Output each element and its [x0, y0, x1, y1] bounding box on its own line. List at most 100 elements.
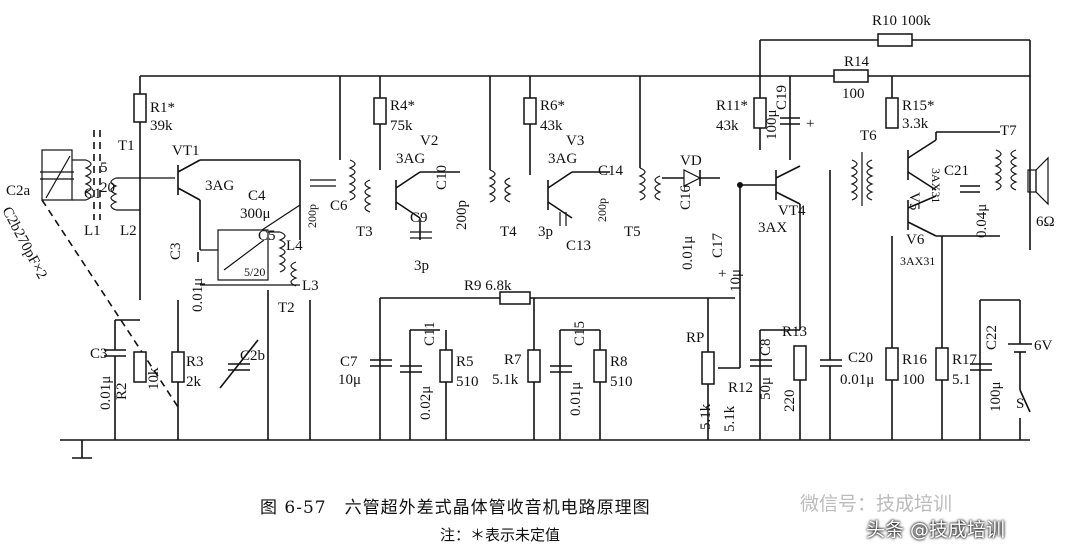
watermark-toutiao: 头条 @技成培训 — [866, 519, 1006, 541]
resistor-r13 — [793, 345, 807, 381]
label-c19-value: 100μ — [764, 109, 780, 140]
label-r13: R13 — [782, 324, 807, 340]
label-c2b270: C2b270pF×2 — [0, 204, 50, 282]
resistor-r10 — [877, 33, 913, 47]
label-r2-value: 10k — [146, 367, 162, 390]
transistor-vt4 — [740, 165, 801, 330]
label-c5-value: 5/20 — [244, 265, 265, 279]
resistor-r14 — [833, 69, 869, 83]
label-n20: 20 — [100, 180, 115, 196]
label-battery: 6V — [1034, 338, 1053, 354]
label-r5-value: 510 — [456, 374, 479, 390]
label-c15: C15 — [572, 321, 588, 346]
label-c15-value: 0.01μ — [568, 382, 584, 416]
label-l2: L2 — [120, 223, 137, 239]
label-c9: C9 — [410, 210, 428, 226]
label-t1: T1 — [118, 138, 135, 154]
label-c4-value: 300μ — [240, 206, 271, 222]
label-c6: C6 — [330, 198, 348, 214]
label-vd: VD — [680, 153, 702, 169]
resistor-r16 — [885, 347, 899, 381]
label-r15-value: 3.3k — [902, 116, 929, 132]
label-r6-value: 43k — [540, 118, 563, 134]
resistor-r9 — [499, 291, 531, 305]
label-c7-value: 10μ — [338, 372, 361, 388]
label-v5: V5 — [906, 192, 922, 210]
label-n5: 5 — [100, 160, 108, 176]
label-c2a: C2a — [6, 183, 31, 199]
label-c22-value: 100μ — [988, 381, 1004, 412]
label-speaker: 6Ω — [1036, 214, 1055, 230]
resistor-r15 — [885, 97, 899, 129]
label-c3b: C3 — [90, 346, 108, 362]
transistor-v6 — [907, 195, 937, 237]
label-vt1: VT1 — [172, 143, 200, 159]
label-r1-value: 39k — [150, 118, 173, 134]
label-r4-value: 75k — [390, 118, 413, 134]
transistor-v2 — [395, 171, 460, 240]
label-c10-value: 200p — [454, 200, 470, 230]
label-c17-value: 10μ — [728, 269, 744, 292]
label-c21-value: 0.04μ — [974, 204, 990, 238]
label-c6-value: 200p — [305, 204, 319, 228]
label-c11-value: 0.02μ — [418, 386, 434, 420]
label-c14: C14 — [598, 163, 624, 179]
label-v2: V2 — [420, 133, 438, 149]
label-t5: T5 — [624, 224, 641, 240]
label-c20-value: 0.01μ — [840, 372, 874, 388]
label-r11-value: 43k — [716, 118, 739, 134]
label-rp: RP — [686, 330, 704, 346]
resistor-r17 — [935, 347, 949, 381]
label-v2-type: 3AG — [396, 151, 425, 167]
label-l3: L3 — [302, 278, 319, 294]
label-v3: V3 — [566, 133, 584, 149]
label-c5: C5 — [258, 228, 276, 244]
label-c17: C17 — [710, 232, 726, 258]
label-c7: C7 — [340, 354, 358, 370]
label-rp-value: 5.1k — [698, 403, 714, 430]
label-c13: C13 — [566, 238, 591, 254]
label-l4: L4 — [286, 238, 303, 254]
transistor-v5 — [907, 139, 937, 191]
label-c16: C16 — [678, 184, 694, 210]
resistor-r2 — [133, 351, 147, 383]
label-r8-value: 510 — [610, 374, 633, 390]
resistor-r8 — [593, 349, 607, 383]
label-c9-value: 3p — [414, 258, 429, 274]
label-v6: V6 — [906, 232, 925, 248]
oscillator-section — [200, 204, 301, 287]
label-r9: R9 6.8k — [464, 278, 512, 294]
label-t4: T4 — [500, 224, 517, 240]
label-r7-value: 5.1k — [492, 372, 519, 388]
label-c14-value: 200p — [595, 198, 609, 222]
label-r12: R12 — [728, 380, 753, 396]
label-r17: R17 — [952, 352, 978, 368]
label-r11: R11* — [716, 98, 748, 114]
label-t7: T7 — [1000, 123, 1017, 139]
label-r8: R8 — [610, 354, 628, 370]
label-c17-plus: + — [718, 266, 726, 282]
figure-caption: 图 6-57 六管超外差式晶体管收音机电路原理图 — [260, 498, 651, 518]
label-r3-value: 2k — [186, 374, 202, 390]
resistor-r1 — [133, 93, 147, 123]
label-c21: C21 — [944, 163, 969, 179]
label-r16: R16 — [902, 352, 928, 368]
label-v3-type: 3AG — [548, 151, 577, 167]
label-r1: R1* — [150, 100, 175, 116]
label-r5: R5 — [456, 354, 474, 370]
label-r14: R14 — [844, 54, 870, 70]
label-r14-value: 100 — [842, 86, 865, 102]
label-r16-value: 100 — [902, 372, 925, 388]
label-c11: C11 — [422, 322, 438, 346]
potentiometer-rp — [701, 351, 715, 385]
label-r10: R10 100k — [872, 13, 931, 29]
resistor-r6 — [523, 97, 537, 125]
speaker — [1027, 156, 1049, 206]
label-c19-plus: + — [806, 116, 814, 132]
resistor-r3 — [171, 351, 185, 383]
label-v6-type: 3AX31 — [900, 254, 935, 268]
label-vt4-type: 3AX — [758, 220, 787, 236]
label-c19: C19 — [774, 85, 790, 110]
